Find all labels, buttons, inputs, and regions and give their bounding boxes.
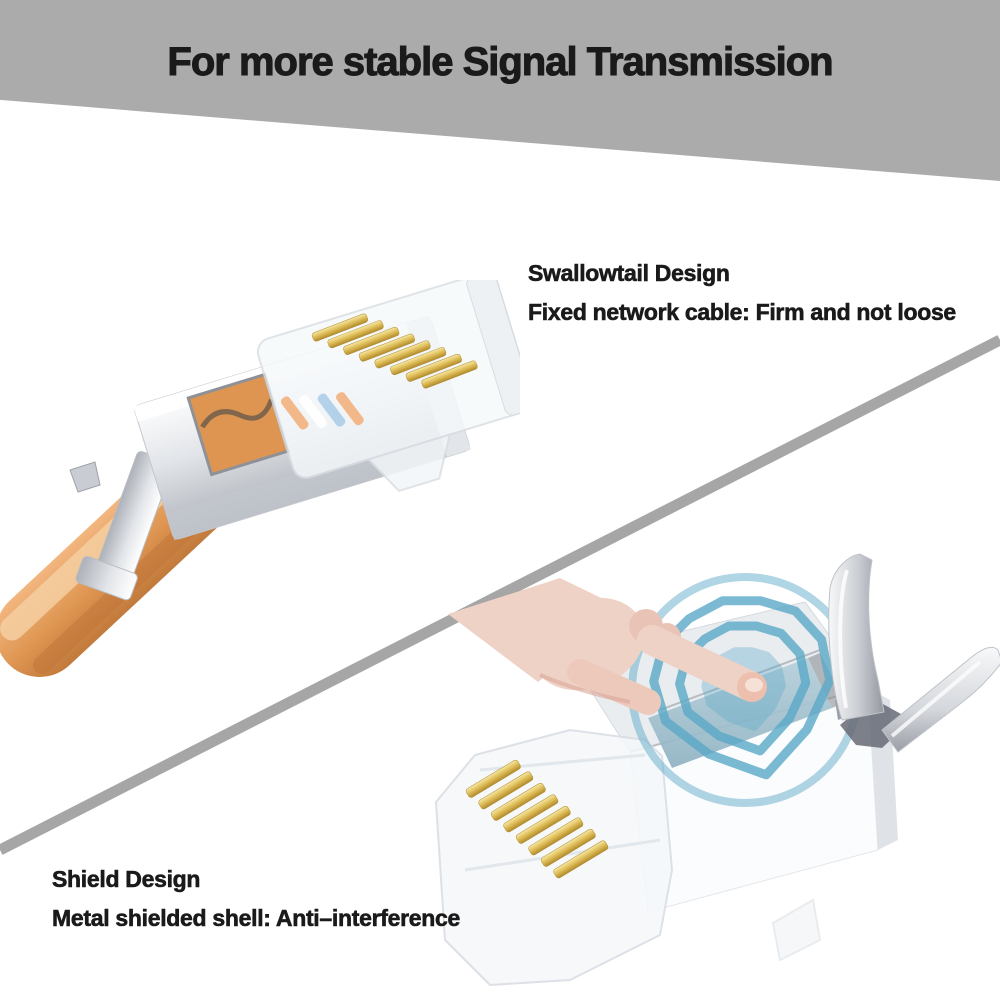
swallowtail-metal-wings bbox=[828, 553, 1000, 753]
head-front-face bbox=[466, 280, 520, 416]
swallowtail-caption: Swallowtail Design Fixed network cable: … bbox=[528, 260, 957, 326]
gold-pin bbox=[528, 817, 584, 856]
fingernail bbox=[745, 678, 763, 692]
banner-title: For more stable Signal Transmission bbox=[167, 40, 834, 85]
blue-slide-tab bbox=[648, 658, 832, 768]
metal-shield-sleeve bbox=[133, 315, 471, 541]
metal-shielded-shell bbox=[569, 601, 898, 913]
gold-pin bbox=[374, 340, 431, 369]
anti-interference-shield-icon bbox=[628, 573, 862, 807]
forearm bbox=[448, 578, 630, 682]
hand-with-index-finger bbox=[448, 578, 767, 715]
swallowtail-wing-right bbox=[881, 646, 1000, 753]
head-latch bbox=[366, 433, 452, 493]
metal-clip-tab bbox=[69, 461, 101, 493]
diagonal-stripe-line bbox=[0, 335, 1000, 855]
hand-shading bbox=[539, 673, 631, 704]
clear-latch bbox=[771, 898, 822, 962]
gold-pin bbox=[553, 840, 609, 879]
clear-rj45-head bbox=[435, 729, 822, 986]
connector-with-cable-photo bbox=[0, 280, 520, 677]
wing-joint-shade bbox=[840, 698, 912, 748]
clear-rj45-head bbox=[256, 280, 520, 493]
sleeve-bottom-shade bbox=[166, 422, 471, 541]
gold-pin bbox=[327, 320, 384, 349]
sleeve-right-face bbox=[405, 315, 471, 457]
swallowtail-wing-left bbox=[828, 553, 885, 721]
gold-contact-pins bbox=[465, 759, 609, 879]
fingertip bbox=[737, 672, 767, 702]
gold-pin bbox=[405, 353, 462, 382]
folded-finger bbox=[653, 623, 681, 651]
cable-highlight bbox=[0, 414, 241, 641]
shield-inner-ring bbox=[675, 621, 811, 756]
shell-seam bbox=[629, 687, 869, 753]
wing-right-highlight bbox=[890, 660, 982, 738]
shielded-connector-photo bbox=[435, 553, 1000, 986]
clip-band bbox=[96, 451, 174, 579]
shell-right-face bbox=[868, 688, 898, 850]
cable-shadow bbox=[32, 443, 280, 674]
gold-pin bbox=[490, 782, 546, 821]
sleeve-window-cable-view bbox=[186, 372, 291, 477]
shield-core bbox=[701, 647, 786, 731]
gold-pin bbox=[540, 828, 596, 867]
shield-middle-ring bbox=[649, 596, 835, 780]
head-facets bbox=[464, 753, 661, 872]
palm bbox=[531, 597, 645, 691]
slide-tab-shadow bbox=[808, 653, 845, 708]
shell-slot-line bbox=[659, 649, 821, 711]
wire-hints bbox=[280, 392, 364, 430]
folded-finger bbox=[629, 609, 663, 643]
wire-white bbox=[299, 394, 327, 429]
clip-hook bbox=[75, 555, 138, 601]
gold-pin bbox=[358, 333, 415, 362]
shield-caption-detail: Metal shielded shell: Anti–interference bbox=[52, 905, 461, 932]
shield-caption-heading: Shield Design bbox=[52, 866, 201, 893]
orange-network-cable bbox=[0, 410, 280, 677]
swallowtail-caption-detail: Fixed network cable: Firm and not loose bbox=[528, 299, 957, 326]
gold-pin bbox=[390, 347, 447, 376]
gold-pin bbox=[465, 759, 521, 798]
sleeve-top-highlight bbox=[133, 315, 435, 422]
head-body bbox=[256, 280, 520, 479]
wire-orange bbox=[336, 392, 364, 426]
shield-caption: Shield Design Metal shielded shell: Anti… bbox=[52, 866, 461, 932]
wire-blue bbox=[317, 393, 346, 427]
sleeve-body bbox=[134, 316, 470, 540]
head-body bbox=[435, 729, 673, 986]
gold-pin bbox=[421, 360, 478, 389]
shell-top-face bbox=[569, 601, 869, 753]
gold-pin bbox=[343, 326, 400, 355]
window-wire bbox=[200, 398, 274, 429]
gold-pin bbox=[515, 805, 571, 844]
metal-strain-relief-clip bbox=[75, 451, 174, 601]
gold-contact-pins bbox=[311, 313, 478, 389]
swallowtail-caption-heading: Swallowtail Design bbox=[528, 260, 731, 287]
wing-left-highlight bbox=[838, 569, 849, 709]
banner: For more stable Signal Transmission bbox=[0, 0, 1000, 181]
gold-pin bbox=[311, 313, 369, 342]
shell-front-face bbox=[629, 687, 879, 913]
thumb bbox=[567, 659, 661, 715]
index-finger bbox=[637, 625, 765, 701]
gold-pin bbox=[478, 771, 534, 810]
cable-body bbox=[0, 410, 276, 677]
gold-pin bbox=[503, 794, 559, 833]
shell-slot bbox=[835, 690, 862, 720]
shield-outer-ring bbox=[628, 573, 862, 807]
wire-orange bbox=[280, 396, 309, 430]
